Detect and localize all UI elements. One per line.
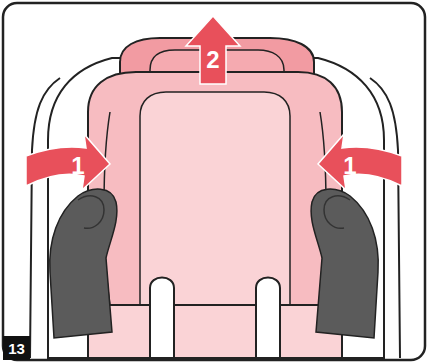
headrest — [88, 72, 342, 305]
harness-slot — [150, 278, 174, 359]
seat-shell — [48, 58, 384, 358]
headrest-panel — [140, 92, 290, 305]
arrow-squeeze — [26, 134, 110, 190]
step-number: 2 — [206, 48, 219, 72]
arrow-squeeze — [318, 134, 402, 190]
seat-back-pad — [88, 305, 342, 358]
frame — [3, 3, 425, 360]
step-number: 1 — [343, 154, 356, 178]
harness-slot — [256, 278, 280, 359]
figure-number: 13 — [8, 341, 25, 356]
step-number: 1 — [71, 154, 84, 178]
arrow-up — [186, 16, 240, 84]
hand — [311, 189, 378, 338]
step-box — [3, 336, 30, 360]
hand — [50, 189, 117, 338]
